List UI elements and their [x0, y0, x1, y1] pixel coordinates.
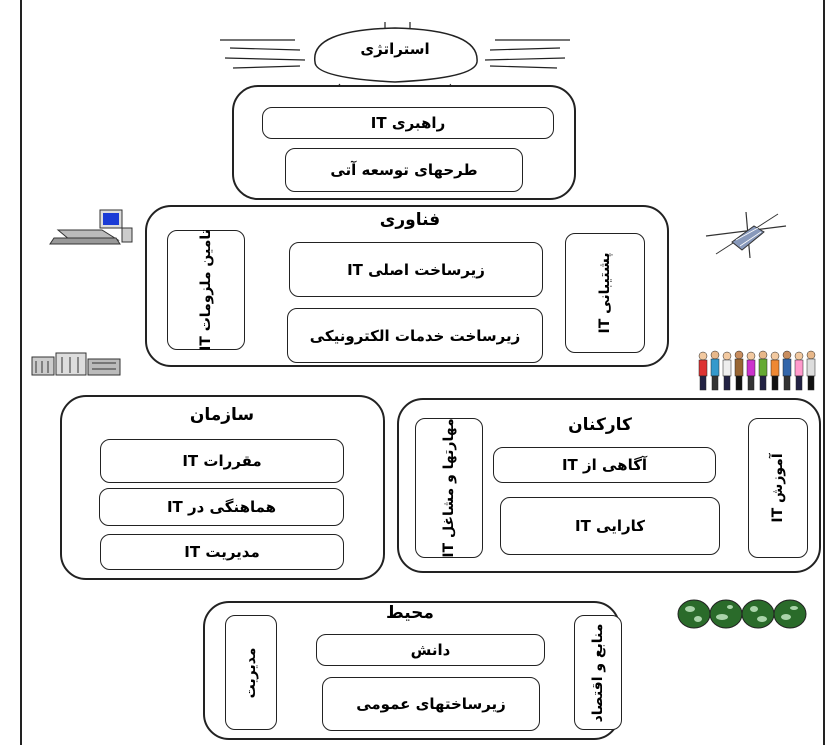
staff-left-vertical: مهارتها و مشاغل IT: [415, 418, 483, 558]
building-icon: [31, 352, 121, 376]
leadership-item: راهبری IT: [262, 107, 554, 139]
it-management-item: مدیریت IT: [100, 534, 344, 570]
environment-right-vertical: منابع و اقتصاد: [574, 615, 622, 730]
computer-icon: [49, 209, 133, 245]
coordination-item: هماهنگی در IT: [99, 488, 344, 526]
e-services-infrastructure-item: زیرساخت خدمات الکترونیکی: [287, 308, 543, 363]
technology-title: فناوری: [379, 210, 441, 230]
staff-right-vertical-label: آموزش IT: [770, 453, 786, 523]
future-plans-item: طرحهای توسعه آتی: [285, 148, 523, 192]
staff-right-vertical: آموزش IT: [748, 418, 808, 558]
page-frame: [20, 0, 825, 745]
public-infrastructure-item: زیرساختهای عمومی: [322, 677, 540, 731]
technology-left-vertical-label: تامین ملزومات IT: [198, 229, 214, 351]
core-infrastructure-item: زیرساخت اصلی IT: [289, 242, 543, 297]
people-icon: [698, 350, 816, 391]
staff-left-vertical-label: مهارتها و مشاغل IT: [441, 418, 457, 558]
satellite-icon: [705, 211, 787, 259]
technology-left-vertical: تامین ملزومات IT: [167, 229, 245, 351]
organization-title: سازمان: [189, 405, 255, 425]
technology-right-vertical: پشتیبانی IT: [565, 233, 645, 353]
lightbulb-icon: [220, 22, 570, 93]
it-awareness-item: آگاهی از IT: [493, 447, 716, 483]
staff-title: کارکنان: [568, 415, 632, 435]
globe-icon: [677, 599, 807, 629]
environment-right-vertical-label: منابع و اقتصاد: [590, 623, 606, 722]
regulations-item: مقررات IT: [100, 439, 344, 483]
environment-left-vertical-label: مدیریت: [243, 647, 259, 698]
it-efficiency-item: کارایی IT: [500, 497, 720, 555]
environment-left-vertical: مدیریت: [225, 615, 277, 730]
strategy-label: استراتژی: [360, 40, 430, 58]
environment-title: محیط: [386, 603, 434, 623]
knowledge-item: دانش: [316, 634, 545, 666]
technology-right-vertical-label: پشتیبانی IT: [597, 252, 613, 334]
